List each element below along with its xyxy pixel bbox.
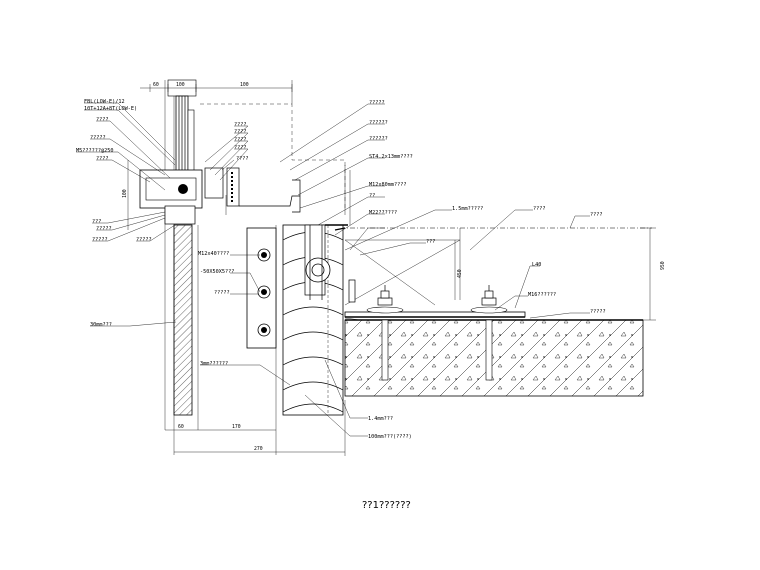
label-right-14: ???? <box>590 212 603 218</box>
label-left-5: ??? <box>92 219 101 225</box>
break-lines <box>344 239 461 306</box>
dim-top-1: 60 <box>153 82 159 88</box>
anchor-bolt-1 <box>366 285 404 381</box>
label-mid-1: ???? <box>234 122 247 128</box>
label-right-3: ?????? <box>369 136 388 142</box>
label-mid-9: ????? <box>214 290 230 296</box>
label-right-6: ?? <box>369 193 375 199</box>
anchor-bolt-2 <box>470 285 508 381</box>
label-left-7: ????? <box>92 237 108 243</box>
leader-lines <box>76 102 590 437</box>
dim-left-v: 100 <box>122 189 128 198</box>
label-bottom-1: 1.4mm??? <box>368 416 393 422</box>
label-mid-10: 3mm?????? <box>200 361 228 367</box>
glazing-frame <box>139 79 301 225</box>
right-dimensions <box>454 227 656 321</box>
label-right-11: ????? <box>590 309 606 315</box>
steel-bracket <box>246 227 277 349</box>
label-left-8: ????? <box>136 237 152 243</box>
label-right-5: M12x80mm???? <box>369 182 406 188</box>
label-right-8: 1.5mm????? <box>452 206 483 212</box>
bottom-dimensions <box>165 400 346 456</box>
dim-bottom-2: 170 <box>232 424 241 430</box>
dim-top-2: 100 <box>176 82 185 88</box>
dim-right-v2: 450 <box>457 269 463 278</box>
label-mid-5: ???? <box>236 156 249 162</box>
label-left-4: ???? <box>96 156 109 162</box>
label-mid-2: ???? <box>234 129 247 135</box>
label-right-2: ?????? <box>369 120 388 126</box>
label-mid-8: -50X50X5??? <box>200 269 234 275</box>
label-mid-11: M12x40???? <box>198 251 229 257</box>
label-right-12: L40 <box>532 262 541 268</box>
drawing-caption: ??1?????? <box>362 500 411 511</box>
label-right-9: ???? <box>533 206 546 212</box>
label-mid-4: ???? <box>234 145 247 151</box>
label-left-2: ????? <box>90 135 106 141</box>
label-right-10: ??? <box>426 239 435 245</box>
dim-bottom-1: 60 <box>178 424 184 430</box>
dim-top-3: 100 <box>240 82 249 88</box>
stone-cladding-panel <box>173 224 193 416</box>
label-left-1: ???? <box>96 117 109 123</box>
label-bottom-2: 100mm???(????) <box>368 434 412 440</box>
label-right-13: M16?????? <box>528 292 556 298</box>
embedded-bolt-assembly <box>304 224 356 303</box>
concrete-slab <box>344 319 644 397</box>
label-right-1: ????? <box>369 100 385 106</box>
label-glass-spec-2: 10T+12A+8T(LOW-E) <box>84 106 137 112</box>
label-right-7: M22?????? <box>369 210 397 216</box>
label-right-4: ST4.2x13mm???? <box>369 154 413 160</box>
label-mid-3: ???? <box>234 137 247 143</box>
steel-base-plate <box>344 311 526 321</box>
label-left-10: 30mm??? <box>90 322 112 328</box>
label-left-6: ????? <box>96 226 112 232</box>
label-glass-spec-1: FBL(LOW-E)/12 <box>84 99 125 105</box>
top-outline <box>200 103 351 225</box>
dim-bottom-total: 270 <box>254 446 263 452</box>
dim-right-v: 950 <box>660 261 666 270</box>
label-left-3: M5??????@250 <box>76 148 113 154</box>
top-dimensions <box>140 84 293 92</box>
